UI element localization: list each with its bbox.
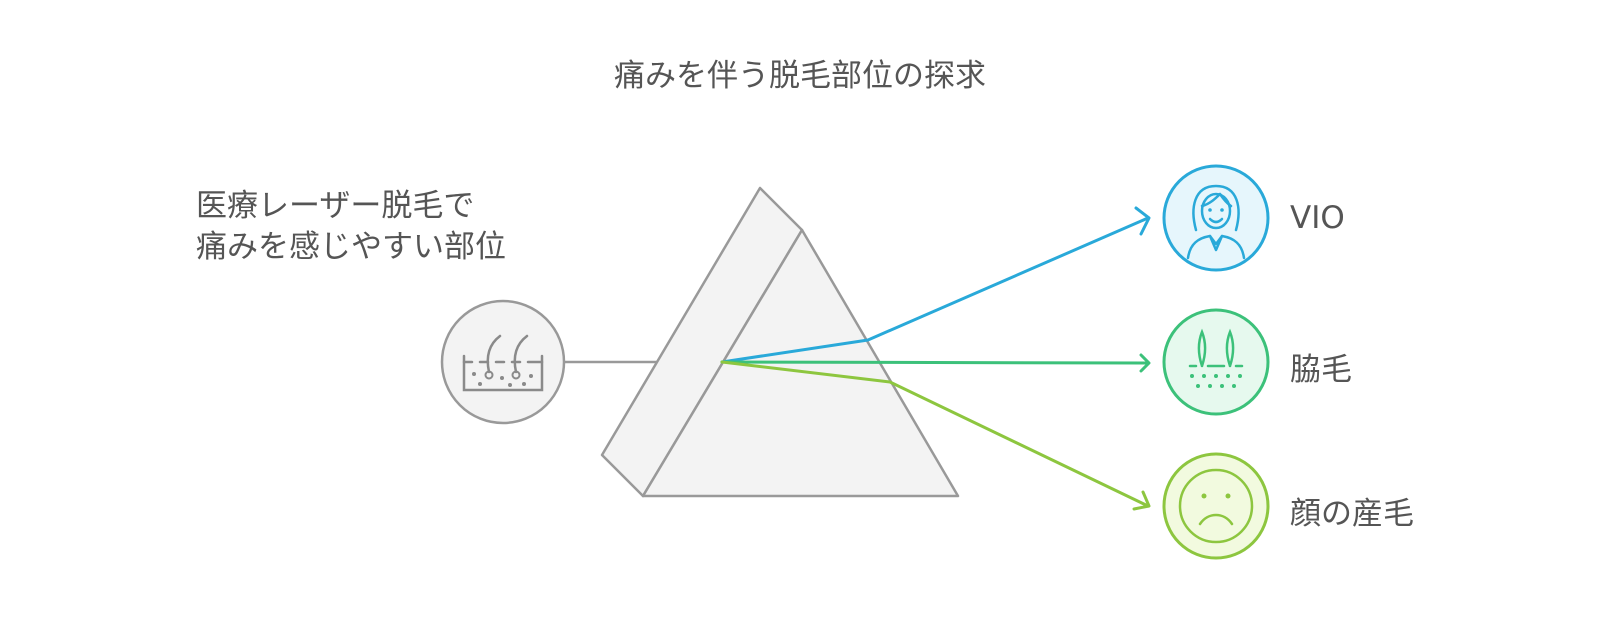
source-label-line-2: 痛みを感じやすい部位	[196, 229, 506, 265]
output-label-vio: VIO	[1290, 200, 1345, 236]
skin-hair-icon	[440, 299, 566, 425]
diagram-title: 痛みを伴う脱毛部位の探求	[614, 58, 986, 94]
source-label-line-1: 医療レーザー脱毛で	[196, 188, 475, 224]
sad-face-icon	[1162, 452, 1270, 560]
output-label-armpit: 脇毛	[1290, 352, 1352, 388]
woman-icon	[1162, 164, 1270, 272]
arrow-armpit	[1139, 353, 1151, 373]
beam-vio	[720, 216, 1150, 364]
source-label: 医療レーザー脱毛で 痛みを感じやすい部位	[196, 186, 506, 268]
prism	[600, 186, 960, 498]
arrow-vio	[1134, 206, 1151, 236]
arrow-face	[1132, 490, 1151, 511]
beam-face	[720, 360, 1150, 508]
beam-armpit	[720, 360, 1150, 365]
hair-follicle-icon	[1162, 308, 1270, 416]
output-label-face: 顔の産毛	[1290, 496, 1414, 532]
